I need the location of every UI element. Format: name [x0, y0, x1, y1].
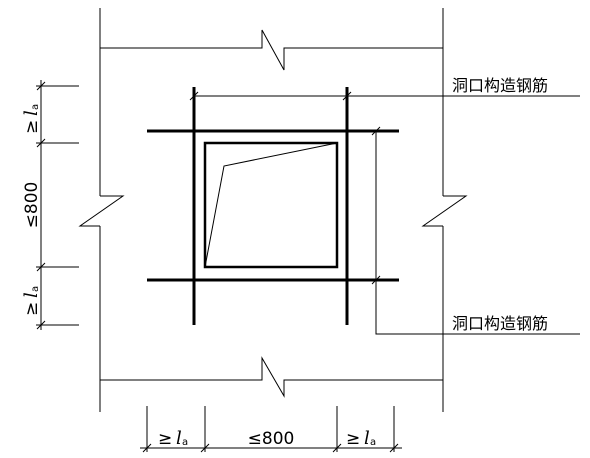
- anchor-length-subscript: a: [30, 286, 41, 292]
- bottom-tick-4: [389, 443, 399, 453]
- geq-symbol: ≥: [158, 429, 172, 449]
- upper-leader-tick-right: [342, 91, 352, 101]
- reinforcement-bars: [147, 87, 399, 325]
- left-break-line: [78, 195, 125, 227]
- lower-leader-line: [375, 131, 580, 335]
- opening-door-symbol: [204, 142, 338, 268]
- anchor-length-subscript: a: [30, 104, 41, 110]
- anchor-length-subscript: a: [370, 437, 376, 448]
- bottom-tick-1: [142, 443, 152, 453]
- lower-callout-label: 洞口构造钢筋: [452, 314, 548, 333]
- left-dimension-chain: [36, 80, 79, 330]
- left-opening-dim-label: ≤800: [22, 182, 42, 229]
- upper-callout-label: 洞口构造钢筋: [452, 76, 548, 95]
- callout-leaders: [189, 91, 580, 335]
- bottom-dimension-chain: [140, 406, 402, 453]
- bottom-tick-2: [200, 443, 210, 453]
- left-dim-label-bottom: ≥ l a: [21, 286, 42, 316]
- bottom-opening-dim-label: ≤800: [248, 429, 295, 449]
- left-dim-label-top: ≥ l a: [21, 104, 42, 134]
- left-tick-1: [36, 81, 46, 91]
- top-break-line: [100, 29, 443, 71]
- anchor-length-subscript: a: [182, 437, 188, 448]
- anchor-length-symbol: l: [176, 428, 182, 449]
- bottom-break-line: [100, 356, 443, 398]
- geq-symbol: ≥: [22, 302, 42, 316]
- left-tick-3: [36, 262, 46, 272]
- left-opening-dim-group: ≤800: [22, 182, 42, 229]
- opening-rectangle: [203, 141, 339, 269]
- anchor-length-symbol: l: [21, 292, 42, 298]
- lower-leader-tick-bottom: [371, 275, 381, 285]
- lower-leader-tick-top: [371, 126, 381, 136]
- anchor-length-symbol: l: [364, 428, 370, 449]
- left-tick-2: [36, 138, 46, 148]
- bottom-dim-label-left: ≥ l a: [158, 428, 188, 449]
- anchor-length-symbol: l: [21, 110, 42, 116]
- bottom-dim-label-right: ≥ l a: [346, 428, 376, 449]
- geq-symbol: ≥: [22, 120, 42, 134]
- upper-leader-tick-left: [189, 91, 199, 101]
- bottom-tick-3: [332, 443, 342, 453]
- geq-symbol: ≥: [346, 429, 360, 449]
- left-tick-4: [36, 320, 46, 330]
- wall-outline: [78, 8, 468, 412]
- right-break-line: [421, 195, 468, 227]
